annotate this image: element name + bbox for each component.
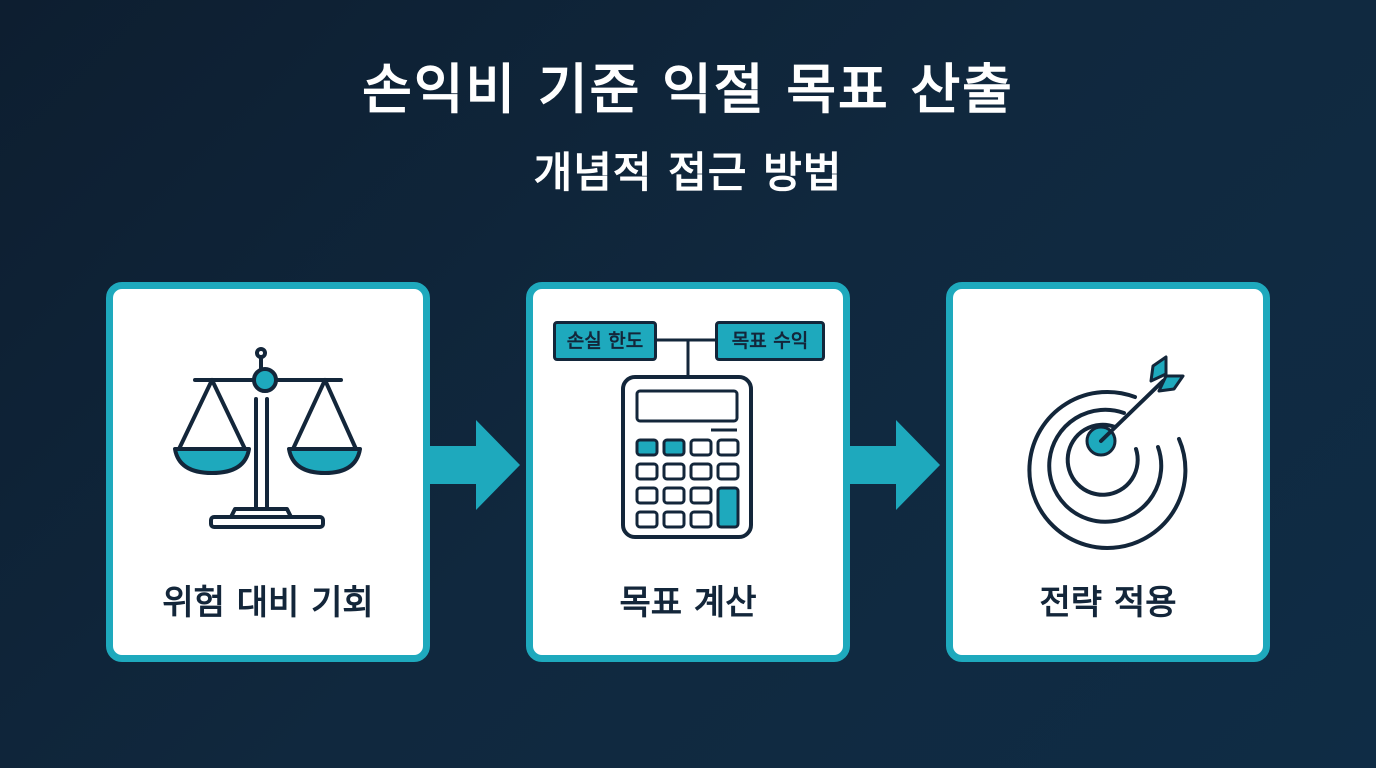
step-label: 목표 계산 — [619, 583, 757, 623]
target-arrow-icon — [1027, 355, 1188, 550]
calculator-icon — [621, 338, 753, 539]
step-card-target-calculation: 손실 한도 목표 수익 목표 계산 — [526, 282, 850, 662]
step-card-strategy-application: 전략 적용 — [946, 282, 1270, 662]
loss-limit-tag: 손실 한도 — [553, 321, 657, 361]
page-title: 손익비 기준 익절 목표 산출 — [362, 58, 1014, 121]
arrow-right-icon — [426, 420, 520, 510]
step-card-risk-reward: 위험 대비 기회 — [106, 282, 430, 662]
step-label: 전략 적용 — [1039, 583, 1177, 623]
page-subtitle: 개념적 접근 방법 — [533, 148, 843, 197]
balance-scale-icon — [173, 347, 362, 529]
arrow-right-icon — [846, 420, 940, 510]
step-label: 위험 대비 기회 — [162, 583, 374, 623]
target-profit-tag: 목표 수익 — [715, 321, 825, 361]
